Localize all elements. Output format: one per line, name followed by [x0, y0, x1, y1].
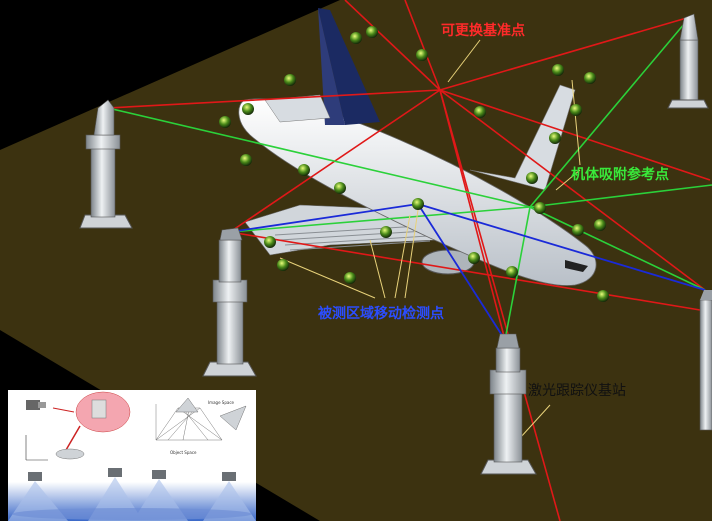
- blue-beam-lines: [229, 203, 706, 341]
- label-fuselage-attached-reference-points: 机体吸附参考点: [571, 167, 669, 183]
- inset-schematic-panel: Image Space Object Space: [8, 390, 256, 521]
- inset-schematic-diagram: Image Space Object Space: [8, 391, 256, 521]
- tracker-station-right-edge: [699, 290, 712, 431]
- inset-label-image-space: Image Space: [208, 400, 235, 405]
- reference-targets: [219, 26, 609, 302]
- tracker-station-left: [79, 99, 133, 229]
- red-beam-lines: [107, 0, 711, 521]
- tracker-station-center: [202, 227, 257, 377]
- green-beam-lines: [107, 16, 712, 341]
- label-measured-area-moving-points: 被测区域移动检测点: [318, 306, 444, 322]
- inset-label-object-space: Object Space: [170, 450, 197, 455]
- tracker-station-back-right: [667, 13, 709, 109]
- label-laser-tracker-station: 激光跟踪仪基站: [528, 383, 626, 399]
- label-replaceable-reference-points: 可更换基准点: [441, 23, 525, 39]
- tracker-station-front: [480, 333, 537, 475]
- leader-lines: [279, 39, 581, 439]
